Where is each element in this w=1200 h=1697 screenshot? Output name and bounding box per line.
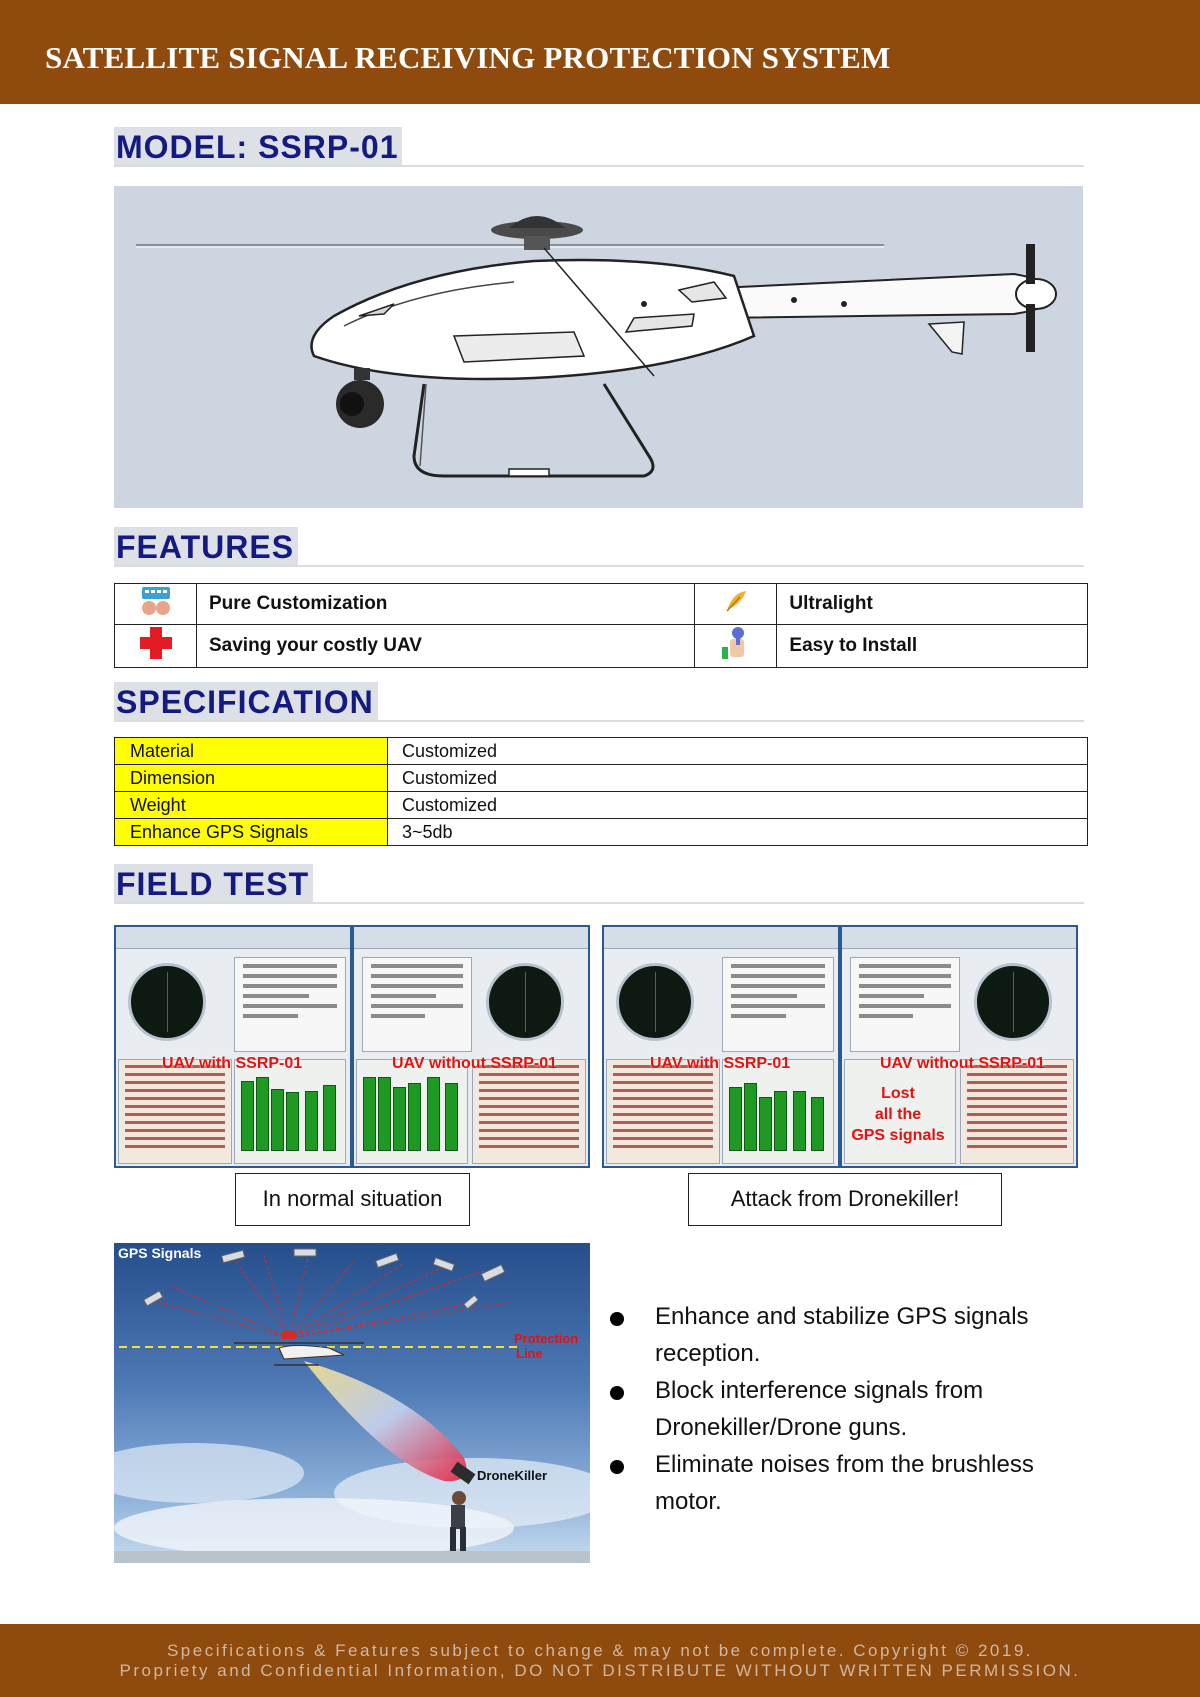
raw-data-log xyxy=(606,1059,720,1164)
specification-heading-text: SPECIFICATION xyxy=(114,682,378,720)
footer-confidential: Propriety and Confidential Information, … xyxy=(119,1661,1081,1680)
signal-bars-panel xyxy=(356,1059,468,1164)
features-heading: FEATURES xyxy=(114,527,1084,567)
protection-line-2: Line xyxy=(516,1346,543,1361)
navigation-data-panel xyxy=(850,957,960,1052)
benefit-item: Eliminate noises from the brushless moto… xyxy=(600,1446,1100,1520)
spec-value: Customized xyxy=(387,737,1088,765)
features-row: Saving your costly UAV Easy to Install xyxy=(114,624,1088,668)
window-toolbar xyxy=(604,927,838,949)
footer-band xyxy=(0,1624,1200,1697)
spec-key: Enhance GPS Signals xyxy=(114,818,388,846)
raw-data-log xyxy=(960,1059,1074,1164)
spec-value: 3~5db xyxy=(387,818,1088,846)
gps-window-without xyxy=(840,925,1078,1168)
normal-situation-caption: In normal situation xyxy=(235,1173,470,1226)
navigation-data-panel xyxy=(722,957,834,1052)
red-cross-icon xyxy=(114,624,197,668)
window-toolbar xyxy=(354,927,588,949)
navigation-data-panel xyxy=(234,957,346,1052)
window-toolbar xyxy=(116,927,350,949)
protection-line-1: Protection xyxy=(514,1331,579,1346)
specification-table: Material Customized Dimension Customized… xyxy=(114,737,1088,846)
feather-icon xyxy=(694,583,778,625)
bullet-dot-icon xyxy=(610,1312,624,1326)
gps-window-with xyxy=(602,925,840,1168)
bullet-dot-icon xyxy=(610,1386,624,1400)
dronekiller-label: DroneKiller xyxy=(477,1468,548,1483)
keyboard-hands-icon xyxy=(114,583,197,625)
benefit-text: Eliminate noises from the brushless moto… xyxy=(655,1451,1034,1515)
uav-with-ssrp-label: UAV with SSRP-01 xyxy=(650,1055,791,1072)
uav-without-ssrp-label: UAV without SSRP-01 xyxy=(392,1055,558,1072)
install-tool-icon xyxy=(694,624,778,668)
satellite-radar-icon xyxy=(486,963,564,1041)
field-test-heading-text: FIELD TEST xyxy=(114,864,314,902)
model-heading-text: MODEL: SSRP-01 xyxy=(114,127,403,165)
benefit-text: Block interference signals from Dronekil… xyxy=(655,1377,984,1441)
feature-label: Saving your costly UAV xyxy=(195,624,696,668)
lost-line-3: GPS signals xyxy=(851,1127,945,1144)
gps-window-with xyxy=(114,925,352,1168)
specification-heading: SPECIFICATION xyxy=(114,682,1084,722)
features-heading-text: FEATURES xyxy=(114,527,299,565)
features-row: Pure Customization Ultralight xyxy=(114,583,1088,625)
attack-caption: Attack from Dronekiller! xyxy=(688,1173,1002,1226)
navigation-data-panel xyxy=(362,957,472,1052)
window-toolbar xyxy=(842,927,1076,949)
raw-data-log xyxy=(472,1059,586,1164)
normal-situation-screenshot: UAV with SSRP-01 UAV without SSRP-01 xyxy=(114,925,590,1168)
attack-situation-screenshot: UAV with SSRP-01 UAV without SSRP-01 Los… xyxy=(602,925,1078,1168)
spec-key: Weight xyxy=(114,791,388,819)
spec-row: Enhance GPS Signals 3~5db xyxy=(114,818,1088,846)
spec-row: Material Customized xyxy=(114,737,1088,765)
protection-line-label: Protection Line xyxy=(514,1331,578,1361)
feature-label: Ultralight xyxy=(776,583,1088,625)
spec-key: Material xyxy=(114,737,388,765)
gps-signals-label: GPS Signals xyxy=(118,1245,202,1261)
spec-value: Customized xyxy=(387,764,1088,792)
model-heading: MODEL: SSRP-01 xyxy=(114,127,1084,167)
spec-key: Dimension xyxy=(114,764,388,792)
raw-data-log xyxy=(118,1059,232,1164)
protection-illustration: GPS Signals Protection Line DroneKiller xyxy=(114,1243,590,1563)
benefit-item: Enhance and stabilize GPS signals recept… xyxy=(600,1298,1100,1372)
bullet-dot-icon xyxy=(610,1460,624,1474)
footer-disclaimer: Specifications & Features subject to cha… xyxy=(166,1641,1034,1660)
lost-line-2: all the xyxy=(874,1106,922,1123)
signal-bars-panel-empty xyxy=(844,1059,956,1164)
field-test-heading: FIELD TEST xyxy=(114,864,1084,904)
satellite-radar-icon xyxy=(128,963,206,1041)
uav-without-ssrp-label: UAV without SSRP-01 xyxy=(880,1055,1046,1072)
benefit-text: Enhance and stabilize GPS signals recept… xyxy=(655,1303,1029,1367)
feature-label: Easy to Install xyxy=(776,624,1088,668)
benefits-list: Enhance and stabilize GPS signals recept… xyxy=(600,1298,1100,1520)
lost-gps-signals-label: Lost all the GPS signals xyxy=(842,1083,954,1146)
signal-bars-panel xyxy=(722,1059,834,1164)
uav-with-ssrp-label: UAV with SSRP-01 xyxy=(162,1055,303,1072)
spec-row: Weight Customized xyxy=(114,791,1088,819)
satellite-radar-icon xyxy=(974,963,1052,1041)
spec-value: Customized xyxy=(387,791,1088,819)
header-band xyxy=(0,0,1200,104)
signal-bars-panel xyxy=(234,1059,346,1164)
benefit-item: Block interference signals from Dronekil… xyxy=(600,1372,1100,1446)
satellite-radar-icon xyxy=(616,963,694,1041)
gps-window-without xyxy=(352,925,590,1168)
uav-helicopter-image xyxy=(114,186,1083,508)
page-title: SATELLITE SIGNAL RECEIVING PROTECTION SY… xyxy=(45,40,891,75)
features-table: Pure Customization Ultralight Saving you… xyxy=(114,583,1088,668)
lost-line-1: Lost xyxy=(881,1085,915,1102)
feature-label: Pure Customization xyxy=(195,583,696,625)
spec-row: Dimension Customized xyxy=(114,764,1088,792)
